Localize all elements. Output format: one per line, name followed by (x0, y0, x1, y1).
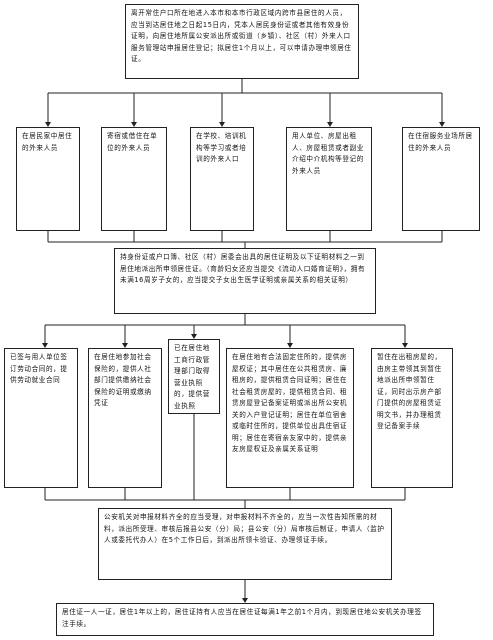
proof-business-license: 已在居住地工商行政管理部门取得营业执照的，提供营业执照 (168, 339, 220, 414)
annual-endorsement-box: 居住证一人一证，居住1年以上的，居住证持有人应当在居住证每满1年之前1个月内，到… (56, 603, 434, 636)
proof-labor-contract: 已签与用人单位签订劳动合同的，提供劳动就业合同 (4, 348, 78, 488)
proof-social-insurance: 在居住地参加社会保险的，提供人社部门提供缴纳社会保险的证明或缴纳凭证 (88, 348, 162, 488)
category-accommodation-service: 在住宿服务业场所居住的外来人员 (402, 127, 480, 231)
category-employer-landlord-agency: 用人单位、房屋出租人、房屋租赁或者副业介绍中介机构等登记的外来人员 (286, 127, 372, 231)
category-school-training: 在学校、培训机构等学习或者培训的外来人口 (190, 127, 254, 231)
proof-rental-registration: 暂住在出租房屋的，由房主带领其到暂住地派出所申领暂住证，同时出示房产部门提供的房… (371, 348, 453, 488)
top-requirement-box: 离开常住户口所在地进入本市和本市行政区域内跨市县居住的人员，应当到达居住地之日起… (125, 4, 359, 79)
category-resident-home: 在居民家中居住的外来人员 (16, 127, 80, 231)
category-work-unit-lodging: 寄宿或借住在单位的外来人员 (101, 127, 167, 231)
review-issuance-box: 公安机关对申报材料齐全的应当受理，对申报材料不齐全的，应当一次性告知所需的材料，… (98, 508, 392, 580)
proof-fixed-residence: 在居住地有合法固定住所的，提供房屋权证；其中居住在公共租赁房、廉租房的，提供租赁… (226, 348, 354, 488)
application-materials-box: 持身份证或户口簿、社区（村）居委会出具的居住证明及以下证明材料之一到居住地派出所… (114, 248, 376, 314)
